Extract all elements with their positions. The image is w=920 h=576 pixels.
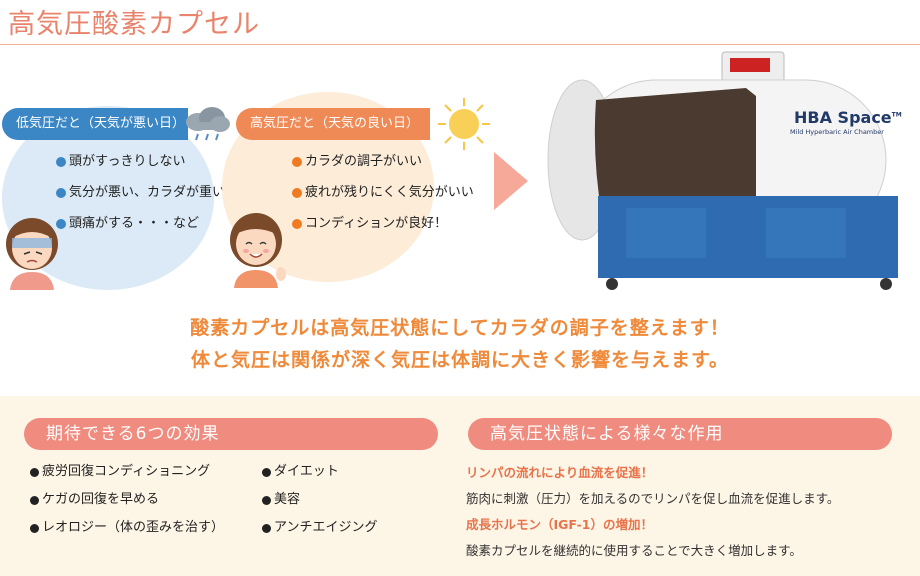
list-item: 気分が悪い、カラダが重い bbox=[56, 177, 225, 208]
list-item: 疲れが残りにくく気分がいい bbox=[292, 177, 474, 208]
arrow-right-icon bbox=[494, 152, 528, 210]
sick-girl-icon bbox=[6, 218, 58, 290]
effects-heading: 期待できる6つの効果 bbox=[24, 418, 438, 450]
bullet-icon bbox=[30, 495, 39, 505]
bullet-icon bbox=[262, 495, 271, 505]
action-heading-lymph: リンパの流れにより血流を促進！ bbox=[466, 465, 654, 480]
list-item: ダイエット bbox=[262, 458, 377, 486]
bullet-icon bbox=[262, 523, 271, 533]
high-pressure-list: カラダの調子がいい 疲れが残りにくく気分がいい コンディションが良好！ bbox=[292, 146, 474, 239]
list-item: カラダの調子がいい bbox=[292, 146, 474, 177]
low-pressure-list: 頭がすっきりしない 気分が悪い、カラダが重い 頭痛がする・・・など bbox=[56, 146, 225, 239]
actions-heading: 高気圧状態による様々な作用 bbox=[468, 418, 892, 450]
bullet-icon bbox=[292, 156, 302, 167]
low-pressure-label: 低気圧だと（天気が悪い日） bbox=[2, 108, 188, 140]
effects-list-2: ダイエット 美容 アンチエイジング bbox=[262, 458, 377, 542]
list-item: アンチエイジング bbox=[262, 514, 377, 542]
list-item: 頭がすっきりしない bbox=[56, 146, 225, 177]
sun-icon bbox=[438, 98, 490, 150]
bullet-icon bbox=[262, 467, 271, 477]
bullet-icon bbox=[292, 187, 302, 198]
bullet-icon bbox=[56, 187, 66, 198]
slogan-line-2: 体と気圧は関係が深く気圧は体調に大きく影響を与えます。 bbox=[190, 349, 730, 371]
rain-cloud-icon bbox=[186, 107, 230, 141]
page-title: 高気圧酸素カプセル bbox=[8, 9, 260, 40]
list-item: 疲労回復コンディショニング bbox=[30, 458, 224, 486]
high-pressure-label: 高気圧だと（天気の良い日） bbox=[236, 108, 430, 140]
action-text-hormone: 酸素カプセルを継続的に使用することで大きく増加します。 bbox=[466, 543, 802, 558]
list-item: 美容 bbox=[262, 486, 377, 514]
bullet-icon bbox=[30, 523, 39, 533]
happy-woman-icon bbox=[230, 213, 286, 288]
slogan-line-1: 酸素カプセルは高気圧状態にしてカラダの調子を整えます！ bbox=[190, 317, 730, 339]
bullet-icon bbox=[30, 467, 39, 477]
capsule-sub-text: Mild Hyperbaric Air Chamber bbox=[790, 128, 884, 136]
title-divider bbox=[0, 44, 920, 45]
effects-list-1: 疲労回復コンディショニング ケガの回復を早める レオロジー（体の歪みを治す） bbox=[30, 458, 224, 542]
action-heading-hormone: 成長ホルモン（IGF-1）の増加！ bbox=[466, 517, 653, 532]
capsule-brand-text: HBA SpaceTM bbox=[794, 108, 902, 127]
list-item: レオロジー（体の歪みを治す） bbox=[30, 514, 224, 542]
list-item: ケガの回復を早める bbox=[30, 486, 224, 514]
list-item: コンディションが良好！ bbox=[292, 208, 474, 239]
bullet-icon bbox=[56, 156, 66, 167]
bullet-icon bbox=[56, 218, 66, 229]
oxygen-capsule-image bbox=[547, 51, 898, 290]
action-text-lymph: 筋肉に刺激（圧力）を加えるのでリンパを促し血流を促進します。 bbox=[466, 491, 840, 506]
list-item: 頭痛がする・・・など bbox=[56, 208, 225, 239]
bullet-icon bbox=[292, 218, 302, 229]
